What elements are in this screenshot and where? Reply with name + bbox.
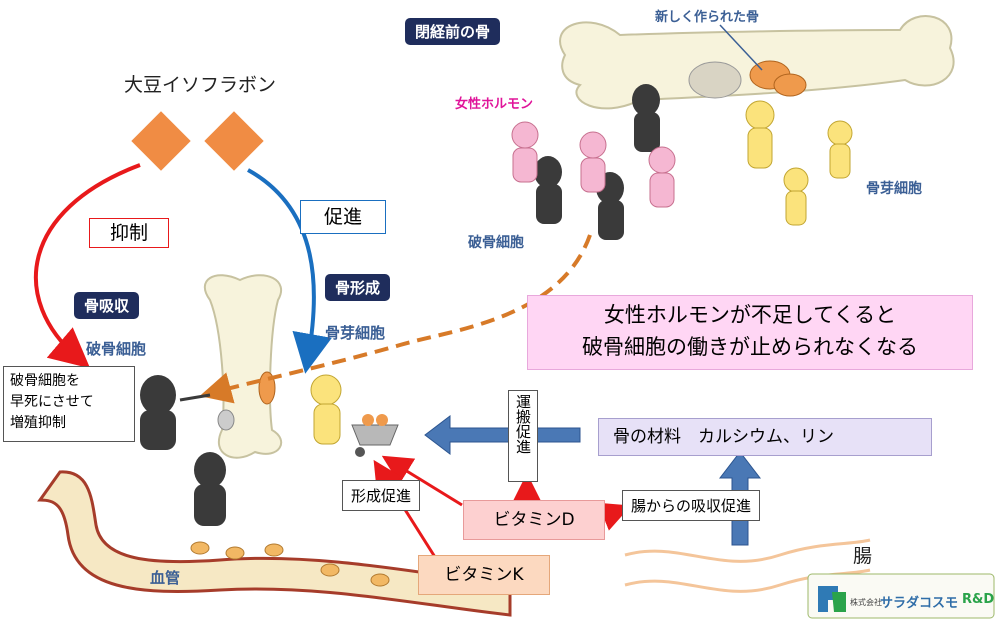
intestine-absorb-label: 腸からの吸収促進 xyxy=(622,490,761,521)
new-bone-label: 新しく作られた骨 xyxy=(655,10,760,25)
vitd-to-cart-arrow xyxy=(381,455,463,507)
bone-formation-badge: 骨形成 xyxy=(325,274,391,301)
intestine-wall xyxy=(624,538,871,593)
inset-osteoblast-label: 骨芽細胞 xyxy=(866,181,922,197)
hormone-callout: 女性ホルモンが不足してくると 破骨細胞の働きが止められなくなる xyxy=(527,295,973,370)
vitamin-k-box: ビタミンK xyxy=(418,555,550,595)
callout-line: 破骨細胞の働きが止められなくなる xyxy=(582,335,918,359)
osteoclast-figure xyxy=(140,375,226,526)
female-hormone-figures xyxy=(511,121,676,208)
material-to-cart-arrow xyxy=(424,414,581,456)
vitd-to-absorb-arrow xyxy=(597,502,632,531)
transport-promote-label: 運搬促進 xyxy=(508,390,538,482)
isoflavone-diamond-right xyxy=(204,111,264,171)
osteoblast-figures xyxy=(310,100,853,445)
bone-resorption-badge: 骨吸収 xyxy=(74,292,140,319)
female-hormone-label: 女性ホルモン xyxy=(455,97,534,112)
inset-osteoclast-label: 破骨細胞 xyxy=(468,235,524,251)
logo-rd: R&D xyxy=(962,592,995,607)
formation-promote-label: 形成促進 xyxy=(342,480,421,511)
callout-line: 女性ホルモンが不足してくると xyxy=(603,303,897,327)
osteoclast-label: 破骨細胞 xyxy=(86,340,147,358)
suppress-label: 抑制 xyxy=(89,218,169,248)
bone-vertical xyxy=(203,274,283,459)
osteoclast-note-line: 早死にさせて xyxy=(10,394,94,410)
promote-arrow xyxy=(247,168,332,374)
intestine-label: 腸 xyxy=(853,545,873,567)
logo-prefix: 株式会社 xyxy=(850,598,882,607)
vitamin-d-box: ビタミンD xyxy=(463,500,605,540)
osteoclast-note: 破骨細胞を 早死にさせて 増殖抑制 xyxy=(3,366,135,442)
osteoclast-note-line: 増殖抑制 xyxy=(10,415,66,431)
dashed-arrow xyxy=(199,234,592,404)
blood-vessel xyxy=(37,470,512,617)
osteoblast-label: 骨芽細胞 xyxy=(325,324,386,342)
osteoclast-note-line: 破骨細胞を xyxy=(10,373,80,389)
isoflavone-diamond-left xyxy=(131,111,191,171)
company-logo xyxy=(807,573,995,619)
premenopause-bone-badge: 閉経前の骨 xyxy=(405,18,501,45)
soy-isoflavone-label: 大豆イソフラボン xyxy=(124,74,277,96)
promote-label: 促進 xyxy=(300,200,386,234)
suppress-arrow xyxy=(33,163,141,369)
bone-material-box: 骨の材料 カルシウム、リン xyxy=(598,418,932,456)
bone-horizontal xyxy=(559,15,955,110)
wheelbarrow xyxy=(351,414,399,457)
logo-company: サラダコスモ xyxy=(880,596,959,611)
blood-vessel-label: 血管 xyxy=(150,569,181,587)
